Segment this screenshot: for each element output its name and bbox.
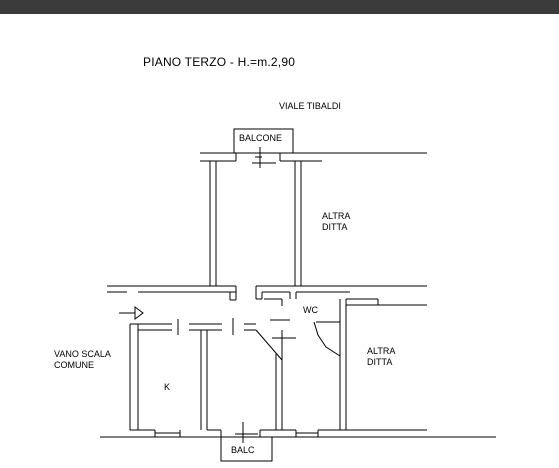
window-top-bar (0, 0, 559, 14)
balcony-top-label: BALCONE (239, 133, 283, 143)
neighbor-top-label: ALTRA DITTA (322, 211, 351, 232)
neighbor-right-label: ALTRA DITTA (367, 346, 396, 367)
street-label: VIALE TIBALDI (279, 101, 341, 111)
wc-label: WC (303, 305, 318, 315)
balcony-top-outline (233, 128, 294, 153)
floor-plan-title: PIANO TERZO - H.=m.2,90 (143, 55, 296, 69)
kitchen-label: K (164, 382, 171, 392)
balcony-bottom-outline (220, 437, 273, 462)
balcony-bottom-label: BALC (231, 445, 255, 455)
stairwell-label: VANO SCALA COMUNE (54, 349, 111, 370)
